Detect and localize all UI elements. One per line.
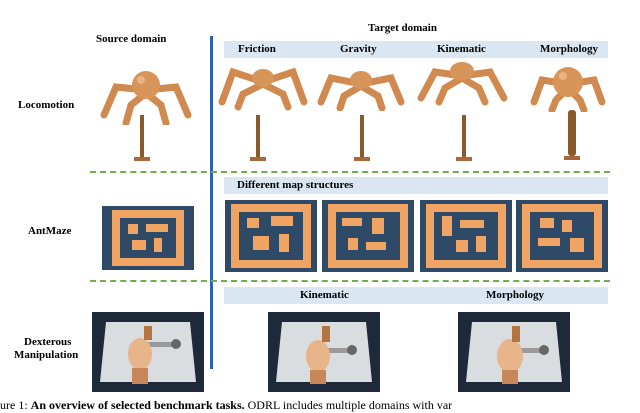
col-gravity: Gravity (340, 43, 377, 55)
maze-image-2 (322, 200, 414, 272)
maze-image-3 (420, 200, 512, 272)
source-maze-image (102, 206, 194, 270)
separator-2 (90, 280, 610, 282)
antmaze-bar (224, 177, 608, 194)
gravity-ant-image (316, 66, 406, 111)
friction-leg-image (248, 113, 268, 165)
kinematic-dexterous-image (268, 312, 380, 392)
caption-rest: ODRL includes multiple domains with var (244, 398, 453, 412)
target-domain-header: Target domain (368, 22, 437, 34)
antmaze-bar-label: Different map structures (237, 179, 354, 191)
col-kinematic: Kinematic (437, 43, 486, 55)
dex-col-kinematic: Kinematic (300, 289, 349, 301)
dex-col-morphology: Morphology (486, 289, 545, 301)
row-dexterous: Dexterous (24, 336, 72, 348)
col-morphology: Morphology (540, 43, 599, 55)
target-columns-bar (224, 41, 608, 58)
source-ant-image (96, 65, 196, 125)
maze-image-4 (516, 200, 608, 272)
kinematic-leg-image (454, 113, 474, 165)
source-leg-image (132, 113, 152, 165)
col-friction: Friction (238, 43, 276, 55)
source-dexterous-image (92, 312, 204, 392)
morphology-ant-image (528, 62, 608, 112)
friction-ant-image (218, 62, 308, 112)
row-antmaze: AntMaze (28, 225, 72, 237)
gravity-leg-image (352, 113, 372, 165)
caption-prefix: ure 1: (0, 398, 31, 412)
row-manipulation: Manipulation (14, 349, 79, 361)
separator-1 (90, 171, 610, 173)
maze-image-1 (225, 200, 317, 272)
dexterous-bar (224, 287, 608, 304)
figure-caption: ure 1: An overview of selected benchmark… (0, 398, 640, 413)
source-domain-header: Source domain (96, 33, 167, 45)
caption-bold: An overview of selected benchmark tasks. (30, 398, 245, 412)
kinematic-ant-image (415, 58, 510, 108)
row-locomotion: Locomotion (18, 99, 75, 111)
morphology-dexterous-image (458, 312, 570, 392)
morphology-leg-image (562, 108, 582, 164)
domain-divider (210, 36, 213, 369)
